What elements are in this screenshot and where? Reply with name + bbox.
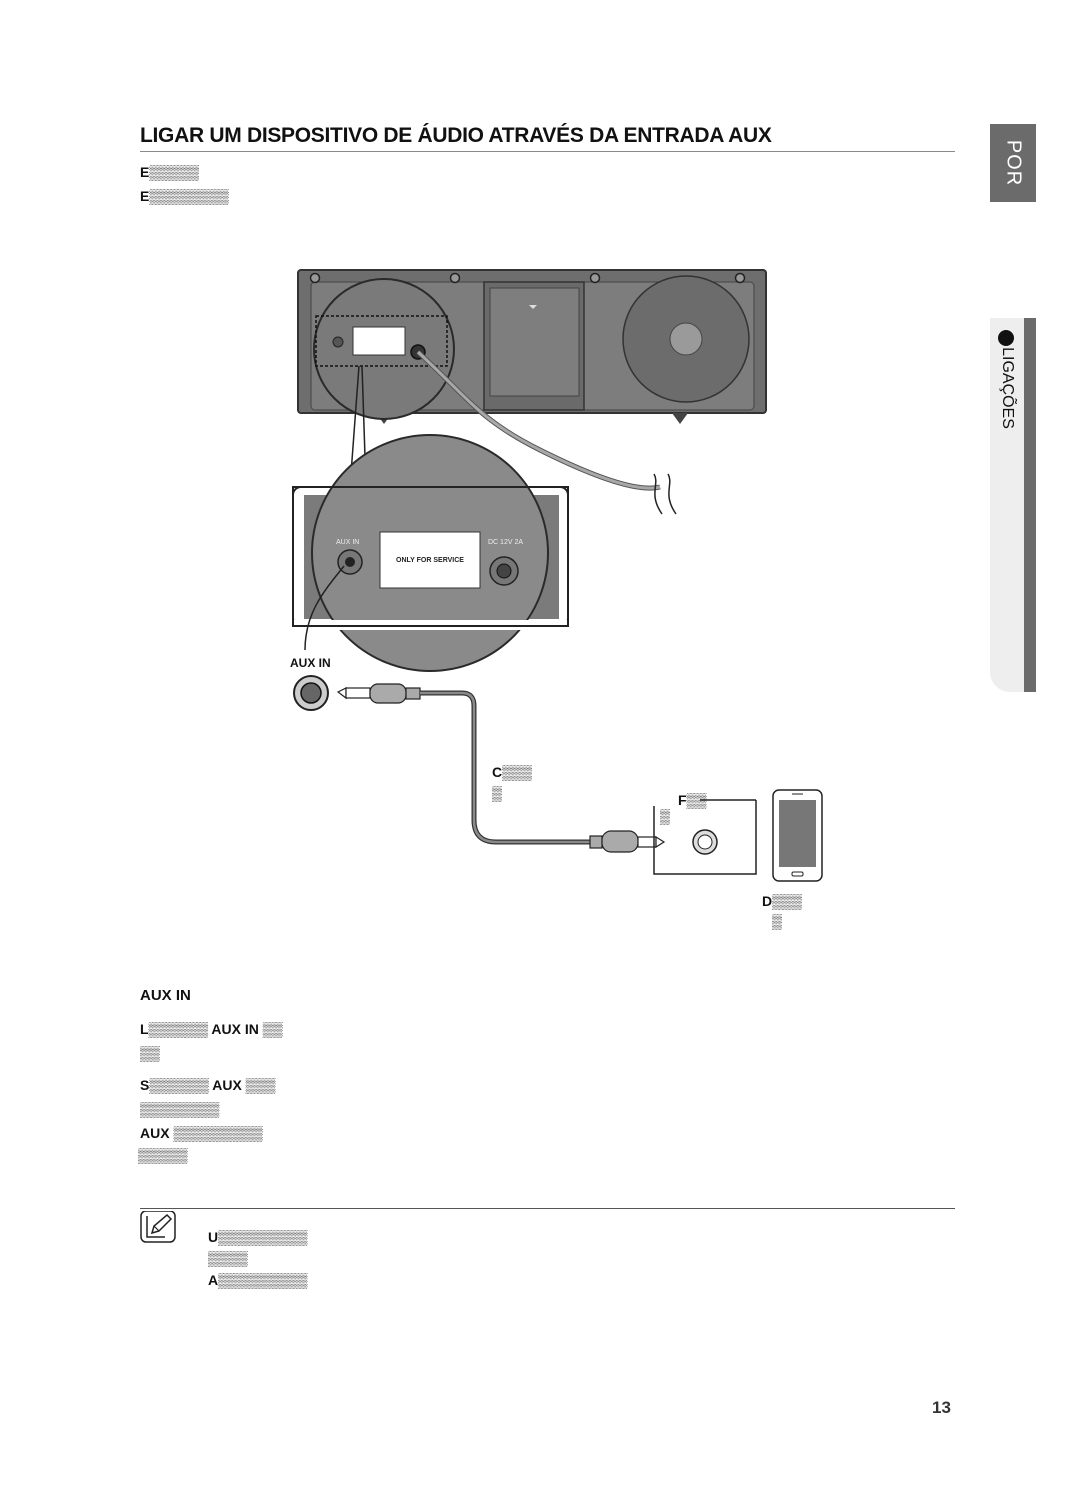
language-tab: POR [990,124,1036,202]
section-bullet-icon [998,330,1014,346]
intro-line-1: E▒▒▒▒▒ [140,164,199,180]
panel-aux-label: AUX IN [336,539,360,546]
note-line-2: ▒▒▒▒ [208,1250,248,1266]
device-jack-label-line-1: F▒▒ [678,792,707,808]
aux-plug-1 [336,683,421,704]
device-label-line-1: D▒▒▒ [762,893,802,909]
aux-jack-illustration [293,675,329,711]
panel-service-label: ONLY FOR SERVICE [396,557,464,564]
intro-line-2: E▒▒▒▒▒▒▒▒ [140,188,229,204]
step-2-line-1: S▒▒▒▒▒▒ AUX ▒▒▒ [140,1077,276,1093]
steps-heading: AUX IN [140,987,191,1004]
step-3-line-2: ▒▒▒▒▒ [138,1147,188,1163]
speaker-unit-illustration [297,269,767,424]
note-line-3: A▒▒▒▒▒▒▒▒▒ [208,1272,308,1288]
device-label-line-2: ▒ [772,913,782,929]
note-rule [140,1208,955,1209]
note-line-1: U▒▒▒▒▒▒▒▒▒ [208,1229,308,1245]
step-3-line-1: AUX ▒▒▒▒▒▒▒▒▒ [140,1125,263,1141]
step-2-line-2: ▒▒▒▒▒▒▒▒ [140,1101,220,1117]
cable-label-line-2: ▒ [492,785,502,801]
note-pencil-icon [140,1211,176,1243]
section-tab: LIGAÇÕES [990,318,1036,692]
zoomed-rear-panel [292,434,569,672]
aux-in-jack-label: AUX IN [290,656,331,670]
aux-plug-2 [589,830,666,853]
step-1-line-2: ▒▒ [140,1045,160,1061]
cable-label-line-1: C▒▒▒ [492,764,532,780]
panel-dc-label: DC 12V 2A [488,539,524,546]
step-1-line-1: L▒▒▒▒▒▒ AUX IN ▒▒ [140,1021,283,1037]
device-jack-label-line-2: ▒ [660,808,670,824]
page-title: LIGAR UM DISPOSITIVO DE ÁUDIO ATRAVÉS DA… [140,124,772,147]
phone-icon [772,789,823,882]
title-rule [140,151,955,152]
page-number: 13 [932,1398,951,1417]
